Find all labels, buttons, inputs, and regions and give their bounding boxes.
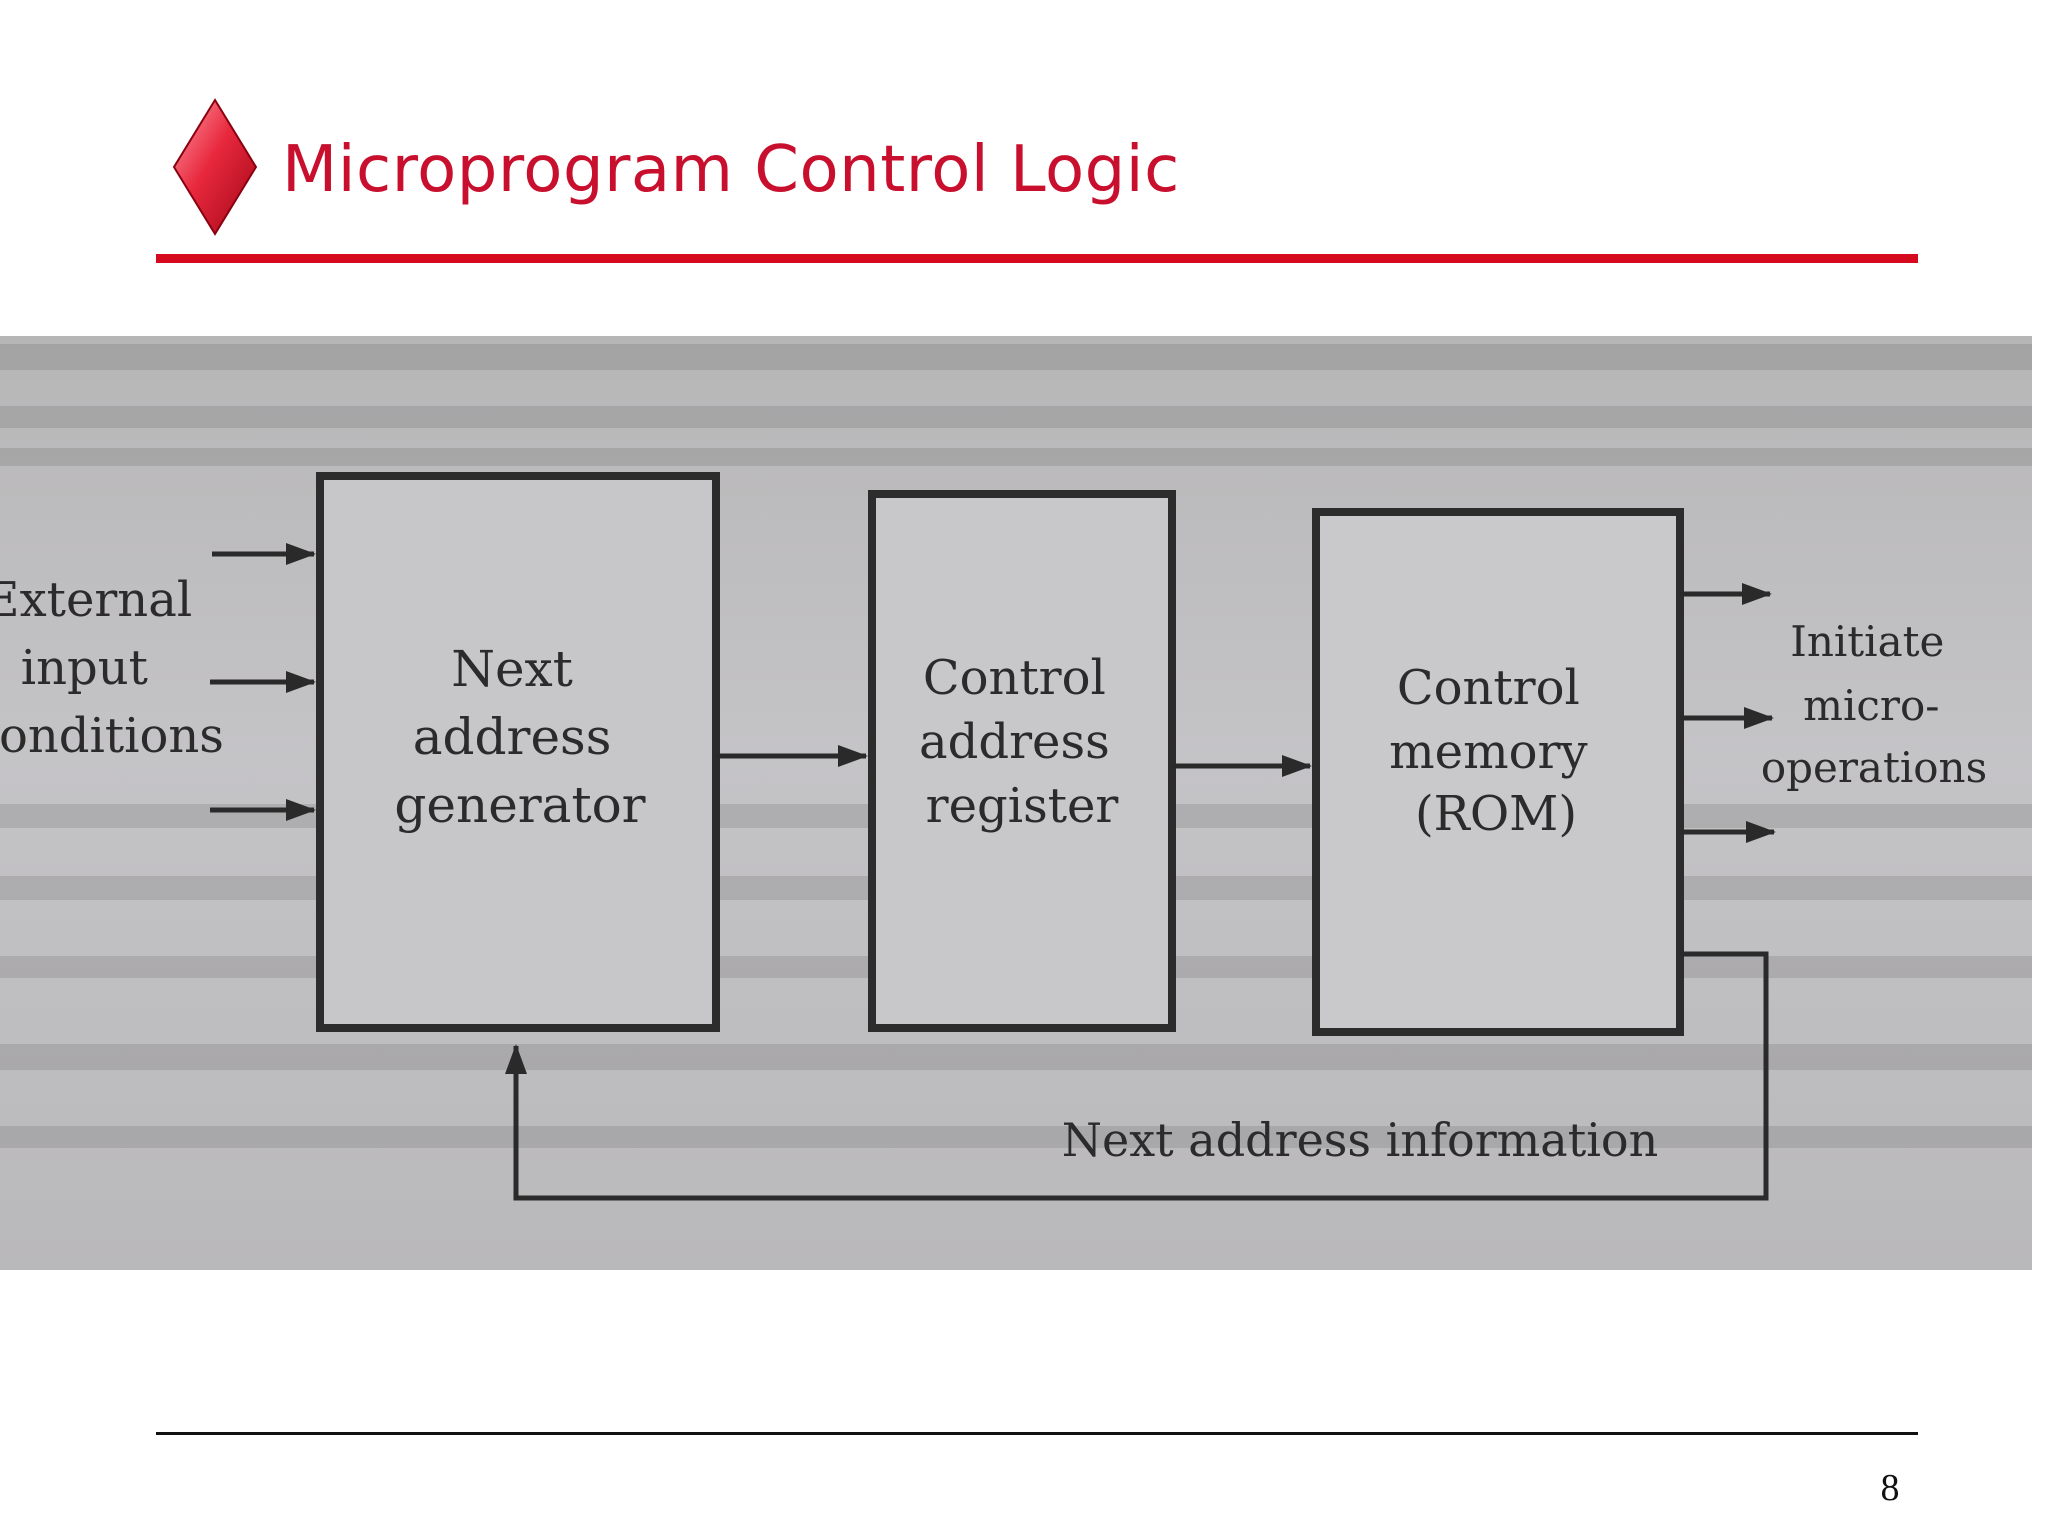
initiate-label-line-3: operations [1761,743,1987,792]
control-address-register-line-1: Control [923,650,1106,706]
svg-text:Control address re: Control address register [919,650,1125,834]
next-address-generator-line-1: Next [451,640,573,698]
external-input-label-line-3: conditions [0,708,224,764]
initiate-label-line-1: Initiate [1790,617,1944,666]
svg-text:Control memory (RO: Control memory (ROM) [1389,660,1603,842]
control-address-register-line-2: address [919,714,1110,770]
feedback-label: Next address information [1062,1113,1659,1167]
initiate-label-line-2: micro- [1803,681,1939,730]
control-address-register-box [868,490,1176,1032]
control-memory-box [1312,508,1684,1036]
title-diamond-icon [172,98,258,236]
svg-text:Next address gener: Next address generator [394,640,645,834]
control-memory-line-3: (ROM) [1415,786,1577,842]
title-divider [156,254,1918,263]
feedback-loop-line [505,951,1769,1201]
next-address-generator-line-2: address [413,708,612,766]
svg-text:Initiate micro- op: Initiate micro- operations [1761,617,1987,792]
page-number: 8 [1880,1467,1900,1509]
microprogram-control-diagram: External input conditions Next address g… [0,344,2032,1201]
footer-divider [156,1432,1918,1435]
next-address-generator-box [316,472,720,1032]
slide-title: Microprogram Control Logic [282,133,1180,207]
control-memory-line-2: memory [1389,724,1587,780]
external-input-label-line-1: External [0,572,192,628]
control-address-register-line-3: register [926,778,1119,834]
next-address-generator-line-3: generator [394,776,645,834]
control-memory-line-1: Control [1397,660,1580,716]
svg-text:External input con: External input conditions [0,572,224,764]
external-input-label-line-2: input [21,640,148,696]
diagram-figure: External input conditions Next address g… [0,336,2032,1270]
